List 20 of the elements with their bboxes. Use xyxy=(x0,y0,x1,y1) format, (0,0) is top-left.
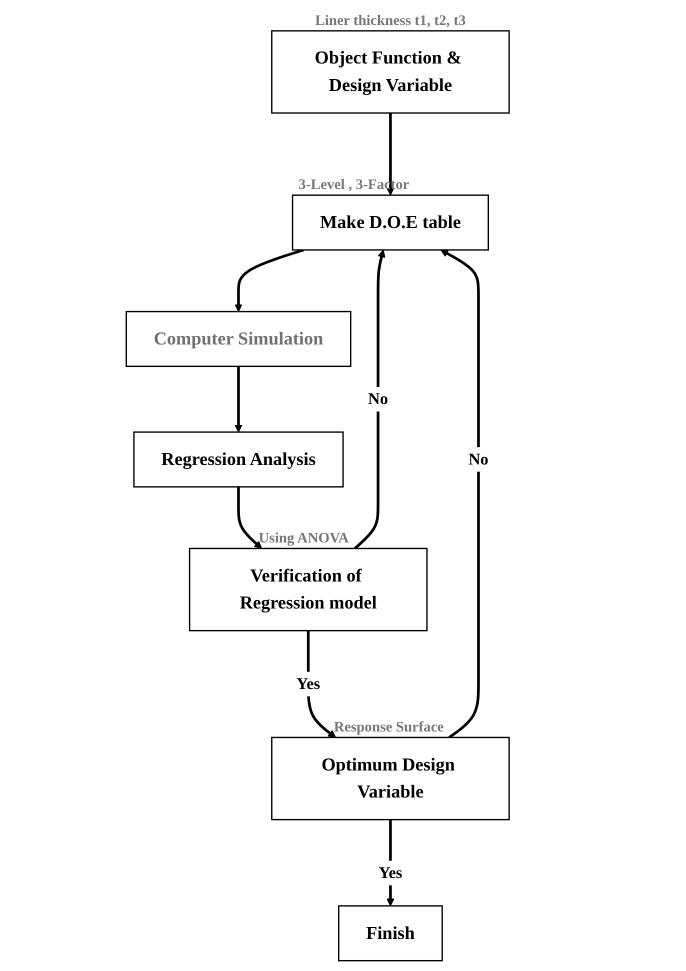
edge-label: No xyxy=(468,450,488,468)
arrow xyxy=(353,250,385,550)
node-label: Using ANOVA xyxy=(258,530,348,546)
arrow xyxy=(234,366,242,432)
node-box: Optimum Design Variable xyxy=(270,736,510,820)
arrow xyxy=(386,113,394,196)
node-label: Liner thickness t1, t2, t3 xyxy=(314,13,466,29)
node-box: Object Function & Design Variable xyxy=(270,30,510,114)
edge-label: Yes xyxy=(378,863,402,882)
edge-label: Yes xyxy=(296,674,320,693)
arrow xyxy=(236,486,262,549)
node-label: Response Surface xyxy=(333,720,444,736)
node-box: Verification of Regression model xyxy=(188,548,428,632)
node-box: Computer Simulation xyxy=(125,310,351,368)
arrow xyxy=(234,248,304,312)
arrow xyxy=(440,250,480,739)
node-box: Regression Analysis xyxy=(132,431,344,488)
node-box: Finish xyxy=(338,905,442,962)
node-box: Make D.O.E table xyxy=(291,194,489,251)
edge-label: No xyxy=(368,390,388,408)
